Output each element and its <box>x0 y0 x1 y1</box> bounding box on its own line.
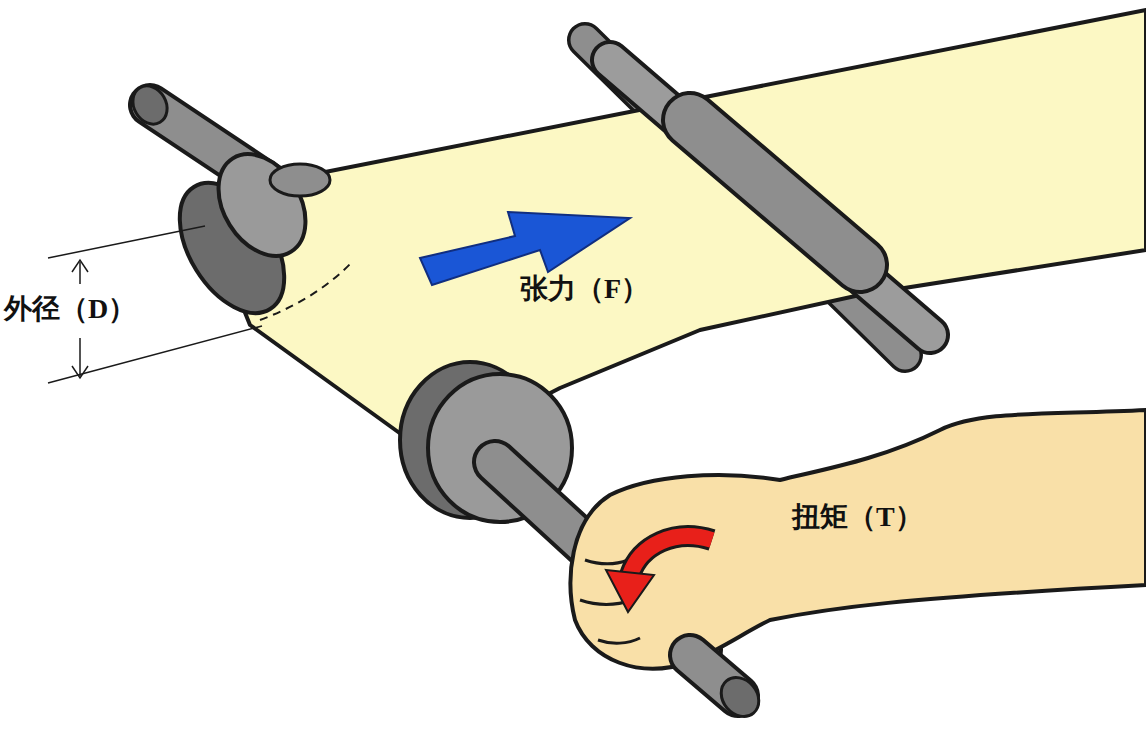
dimension-arrow <box>79 262 81 284</box>
nip-roll-body <box>690 120 860 265</box>
tension-label: 张力（F） <box>520 272 649 306</box>
torque-arrow <box>630 536 712 575</box>
shaft-end <box>126 80 174 131</box>
nip-roll <box>610 60 930 335</box>
torque-arrow <box>606 570 654 612</box>
roll-core <box>270 164 330 196</box>
dimension-arrow <box>79 338 81 376</box>
nip-roll <box>610 60 930 335</box>
dimension-arrow <box>72 366 88 378</box>
torque-arrow <box>630 536 712 575</box>
hand <box>571 410 1146 669</box>
web-sheet <box>215 10 1146 455</box>
nip-roll-body <box>690 120 860 265</box>
torque-label: 扭矩（T） <box>792 500 923 534</box>
dimension-arrow <box>72 260 88 272</box>
roll-flange <box>201 138 324 272</box>
shaft-end <box>713 670 766 724</box>
extension-line <box>48 226 205 258</box>
extension-line <box>48 326 262 383</box>
dimension-label: 外径（D） <box>4 292 136 326</box>
